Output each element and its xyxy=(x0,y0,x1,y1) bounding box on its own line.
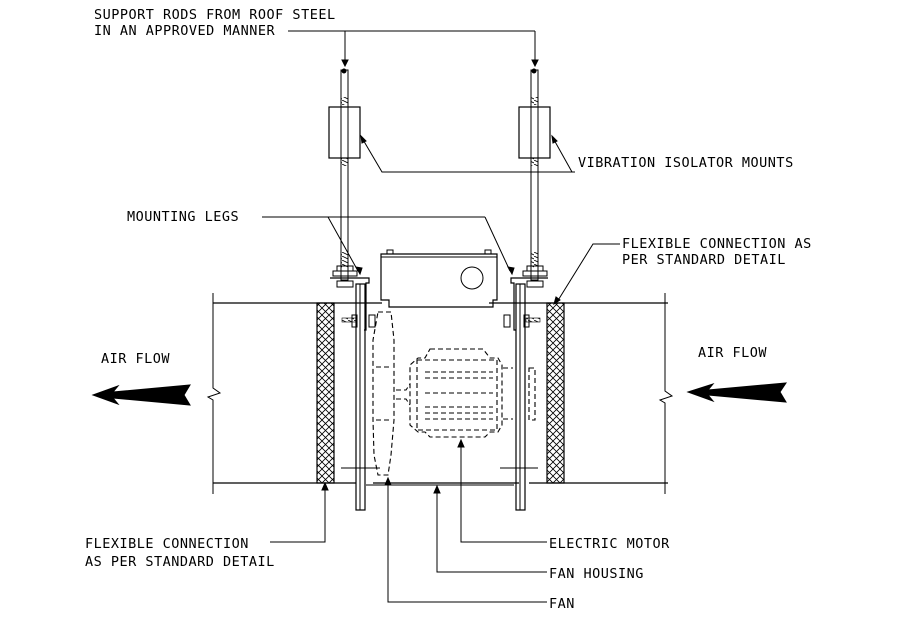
vibration-isolator-right xyxy=(518,106,551,159)
support-rods-label-line2: IN AN APPROVED MANNER xyxy=(94,23,276,39)
vibration-isolator-leader xyxy=(360,134,575,173)
mounting-legs-label: MOUNTING LEGS xyxy=(127,209,239,225)
electrical-junction-box xyxy=(380,249,498,308)
fan-label: FAN xyxy=(549,596,575,612)
duct xyxy=(206,293,674,494)
flex-connection-right-label-line1: FLEXIBLE CONNECTION AS xyxy=(622,236,812,252)
electric-motor-label: ELECTRIC MOTOR xyxy=(549,536,670,552)
air-flow-arrow-left xyxy=(91,384,191,406)
fan-housing-leader xyxy=(433,484,547,573)
mounting-leg-left xyxy=(330,265,376,511)
flex-connection-left-leader xyxy=(270,481,329,543)
electric-motor-leader xyxy=(457,438,547,543)
fan xyxy=(372,311,411,476)
fan-housing-label: FAN HOUSING xyxy=(549,566,644,582)
vibration-isolator-label: VIBRATION ISOLATOR MOUNTS xyxy=(578,155,794,171)
flexible-connection-left xyxy=(316,302,335,484)
support-rods-label-line1: SUPPORT RODS FROM ROOF STEEL xyxy=(94,7,336,23)
flex-connection-left-label-line1: FLEXIBLE CONNECTION xyxy=(85,536,249,552)
vibration-isolator-left xyxy=(328,106,361,159)
air-flow-left-label: AIR FLOW xyxy=(101,351,170,367)
mounting-leg-right xyxy=(503,265,548,511)
air-flow-arrow-right xyxy=(686,382,787,403)
flex-connection-right-label-line2: PER STANDARD DETAIL xyxy=(622,252,786,268)
support-rods-leader xyxy=(288,30,539,68)
flex-connection-left-label-line2: AS PER STANDARD DETAIL xyxy=(85,554,275,570)
flexible-connection-right xyxy=(546,302,565,484)
support-rod-left xyxy=(340,68,349,281)
flex-connection-right-leader xyxy=(553,243,620,306)
fan-leader xyxy=(384,476,547,603)
electric-motor xyxy=(409,348,536,438)
support-rod-right xyxy=(530,68,539,281)
air-flow-right-label: AIR FLOW xyxy=(698,345,767,361)
mounting-legs-leader xyxy=(262,216,515,276)
